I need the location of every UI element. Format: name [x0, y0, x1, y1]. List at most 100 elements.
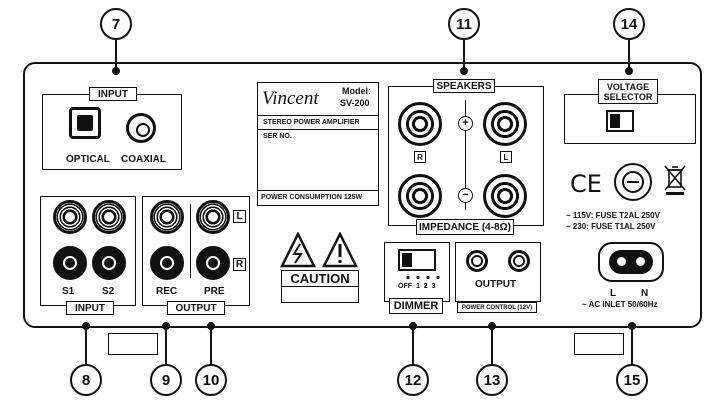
minus-icon: −	[458, 188, 473, 203]
speaker-left-negative-terminal[interactable]	[483, 174, 527, 218]
preout-title: OUTPUT	[167, 301, 225, 315]
plus-icon: +	[458, 116, 473, 131]
pre-right-jack[interactable]	[196, 246, 230, 280]
callout-14-leader	[628, 36, 630, 70]
optical-label: OPTICAL	[66, 154, 110, 165]
fuse-slot	[627, 181, 639, 183]
caution-warning-icons	[280, 232, 359, 268]
rec-left-jack[interactable]	[150, 200, 184, 234]
coaxial-jack[interactable]	[126, 113, 156, 143]
power-control-group	[455, 242, 541, 302]
chassis-foot-left	[108, 333, 158, 355]
fuse-holder[interactable]	[614, 163, 652, 201]
callout-15: 15	[616, 364, 648, 396]
input-s1-right-jack[interactable]	[53, 246, 87, 280]
preout-left-marker: L	[233, 210, 246, 223]
speaker-left-marker: L	[500, 151, 512, 163]
callout-15-leader	[631, 326, 633, 366]
pre-left-jack[interactable]	[196, 200, 230, 234]
product-plate	[257, 82, 379, 206]
power-control-jack-1[interactable]	[466, 250, 488, 272]
digital-input-title: INPUT	[89, 87, 137, 101]
ac-inlet-label: ~ AC INLET 50/60Hz	[582, 300, 658, 309]
callout-10-leader	[210, 326, 212, 366]
impedance-label: IMPEDANCE (4-8Ω)	[416, 219, 514, 235]
voltage-selector-line1: VOLTAGE	[606, 81, 650, 92]
speakers-title: SPEAKERS	[433, 79, 495, 93]
speaker-left-positive-terminal[interactable]	[483, 102, 527, 146]
callout-14-anchor	[625, 67, 633, 75]
dimmer-switch-knob	[402, 253, 412, 267]
plate-model-label: Model:	[342, 86, 371, 96]
plate-power: POWER CONSUMPTION 125W	[261, 194, 363, 201]
pre-label: PRE	[204, 286, 225, 297]
input-s2-right-jack[interactable]	[92, 246, 126, 280]
dimmer-switch[interactable]	[398, 249, 436, 271]
input-s1-left-jack[interactable]	[53, 200, 87, 234]
fuse-rating-1: ~ 115V: FUSE T2AL 250V	[566, 211, 660, 220]
coaxial-label: COAXIAL	[121, 154, 166, 165]
chassis-foot-right	[574, 333, 624, 355]
plate-description: STEREO POWER AMPLIFIER	[263, 119, 360, 126]
fuse-rating-2: ~ 230: FUSE T1AL 250V	[566, 222, 656, 231]
voltage-selector-line2: SELECTOR	[603, 91, 653, 102]
dimmer-position-dots	[406, 275, 440, 280]
plate-model: SV-200	[340, 98, 370, 108]
rear-panel	[23, 62, 702, 328]
callout-8: 8	[70, 364, 102, 396]
power-control-jack-2[interactable]	[508, 250, 530, 272]
plate-rule-3	[257, 190, 379, 191]
dimmer-positions: OFF 1 2 3	[398, 283, 436, 290]
callout-11: 11	[448, 8, 480, 40]
callout-12-leader	[412, 326, 414, 366]
voltage-selector-knob	[610, 114, 620, 128]
ce-mark-icon: CE	[570, 170, 602, 198]
caution-label: CAUTION	[281, 270, 359, 287]
caution-blank-panel	[281, 286, 359, 303]
analog-input-title: INPUT	[66, 301, 114, 315]
dimmer-title: DIMMER	[389, 298, 443, 314]
speakers-divider	[465, 100, 466, 210]
callout-13: 13	[476, 364, 508, 396]
preout-right-marker: R	[233, 258, 246, 271]
optical-port[interactable]	[69, 107, 101, 139]
input-s2-left-jack[interactable]	[92, 200, 126, 234]
callout-7-leader	[115, 36, 117, 70]
optical-port-inner	[77, 115, 93, 131]
rec-right-jack[interactable]	[150, 246, 184, 280]
power-control-caption: POWER CONTROL (12V)	[457, 302, 537, 313]
ac-inlet-l-label: L	[610, 288, 617, 299]
ac-inlet-insert	[609, 250, 653, 274]
callout-8-leader	[85, 326, 87, 366]
callout-13-leader	[491, 326, 493, 366]
plate-rule-1	[257, 115, 379, 116]
callout-7: 7	[100, 8, 132, 40]
voltage-selector-switch[interactable]	[606, 110, 634, 132]
callout-12: 12	[397, 364, 429, 396]
ac-pin-l	[617, 257, 626, 266]
preout-divider	[190, 204, 191, 278]
ac-pin-n	[636, 257, 645, 266]
speaker-right-positive-terminal[interactable]	[398, 102, 442, 146]
input-s2-label: S2	[102, 286, 115, 297]
weee-bin-icon	[664, 165, 686, 195]
high-voltage-icon	[280, 232, 317, 268]
rec-label: REC	[156, 286, 178, 297]
ac-inlet-n-label: N	[641, 288, 649, 299]
digital-input-group	[42, 94, 182, 170]
plate-rule-2	[257, 129, 379, 130]
speaker-right-marker: R	[414, 151, 426, 163]
fuse-cap-icon	[622, 171, 644, 193]
ac-inlet-socket[interactable]	[598, 242, 664, 282]
input-s1-label: S1	[62, 286, 75, 297]
voltage-selector-title: VOLTAGE SELECTOR	[598, 79, 658, 104]
power-control-output-label: OUTPUT	[475, 279, 517, 290]
speaker-right-negative-terminal[interactable]	[398, 174, 442, 218]
callout-10: 10	[195, 364, 227, 396]
plate-brand: Vincent	[262, 88, 319, 109]
callout-11-anchor	[460, 67, 468, 75]
callout-11-leader	[463, 36, 465, 70]
callout-9-leader	[165, 326, 167, 366]
plate-serial: SER NO.	[263, 133, 292, 140]
callout-9: 9	[150, 364, 182, 396]
